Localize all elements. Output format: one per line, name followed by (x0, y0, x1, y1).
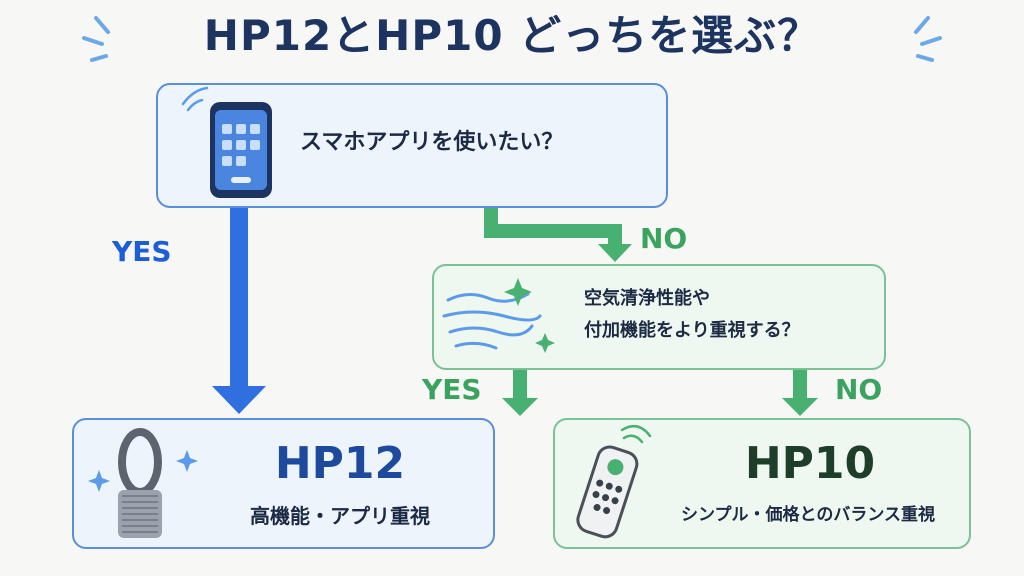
result-hp12-title: HP12 (274, 438, 406, 489)
label-no-app: NO (640, 222, 688, 255)
question1-text: スマホアプリを使いたい？ (300, 130, 564, 155)
arrow-no-to-hp10 (782, 370, 818, 416)
remote-control-icon (576, 424, 652, 539)
result-hp10-title: HP10 (744, 438, 876, 489)
result-hp10-subtitle: シンプル・価格とのバランス重視 (681, 505, 935, 525)
air-purifier-icon (118, 428, 162, 538)
arrow-yes-from-question2 (502, 370, 538, 416)
wind-icon (442, 278, 555, 353)
arrow-yes-to-hp12 (212, 208, 266, 414)
question2-line1: 空気清浄性能や (584, 288, 710, 309)
page-title: HP12とHP10 どっちを選ぶ？ (203, 11, 821, 60)
title-accent-right (914, 16, 942, 62)
question2-line2: 付加機能をより重視する？ (584, 320, 800, 341)
arrow-no-to-question2 (484, 208, 632, 262)
sparkle-icon (88, 450, 198, 492)
result-hp12-subtitle: 高機能・アプリ重視 (250, 504, 430, 528)
label-yes-performance: YES (422, 373, 482, 406)
smartphone-icon (181, 86, 272, 198)
label-no-performance: NO (835, 373, 883, 406)
label-yes-app: YES (112, 235, 172, 268)
title-accent-left (82, 16, 110, 62)
